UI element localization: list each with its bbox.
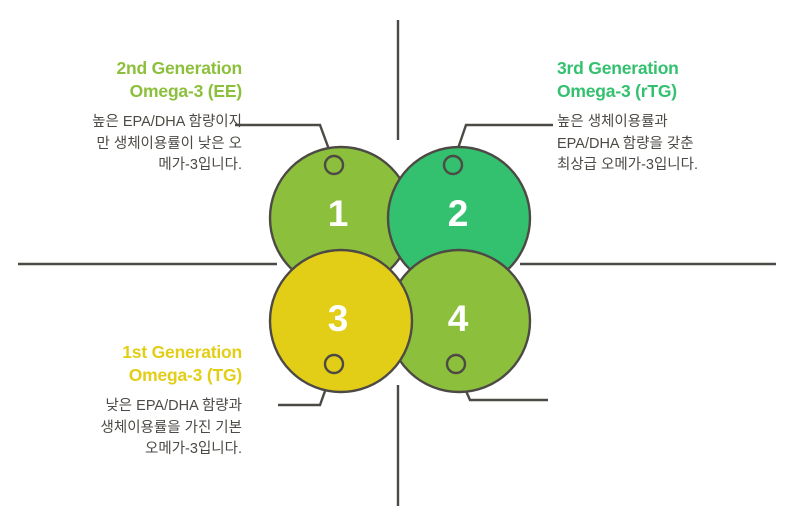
callout-item-1: 2nd Generation Omega-3 (EE) 높은 EPA/DHA 함…	[10, 57, 242, 177]
callout-body-item-1: 높은 EPA/DHA 함량이지 만 생체이용률이 낮은 오 메가-3입니다.	[92, 114, 242, 173]
callout-title-item-3: 1st Generation Omega-3 (TG)	[122, 342, 242, 385]
anchor-ring-item-3	[323, 353, 345, 375]
callout-item-3: 1st Generation Omega-3 (TG) 낮은 EPA/DHA 함…	[10, 341, 243, 461]
anchor-ring-item-1	[323, 154, 345, 176]
callout-item-2: 3rd Generation Omega-3 (rTG) 높은 생체이용률과 E…	[557, 57, 783, 177]
bubble-item-3[interactable]	[268, 248, 414, 394]
callout-title-item-1: 2nd Generation Omega-3 (EE)	[116, 58, 242, 101]
callout-body-item-3: 낮은 EPA/DHA 함량과 생체이용률을 가진 기본 오메가-3입니다.	[100, 398, 242, 457]
callout-body-item-2: 높은 생체이용률과 EPA/DHA 함량을 갖춘 최상급 오메가-3입니다.	[557, 114, 699, 173]
callout-title-item-2: 3rd Generation Omega-3 (rTG)	[557, 58, 679, 101]
anchor-ring-item-4	[445, 353, 467, 375]
anchor-ring-item-2	[442, 154, 464, 176]
